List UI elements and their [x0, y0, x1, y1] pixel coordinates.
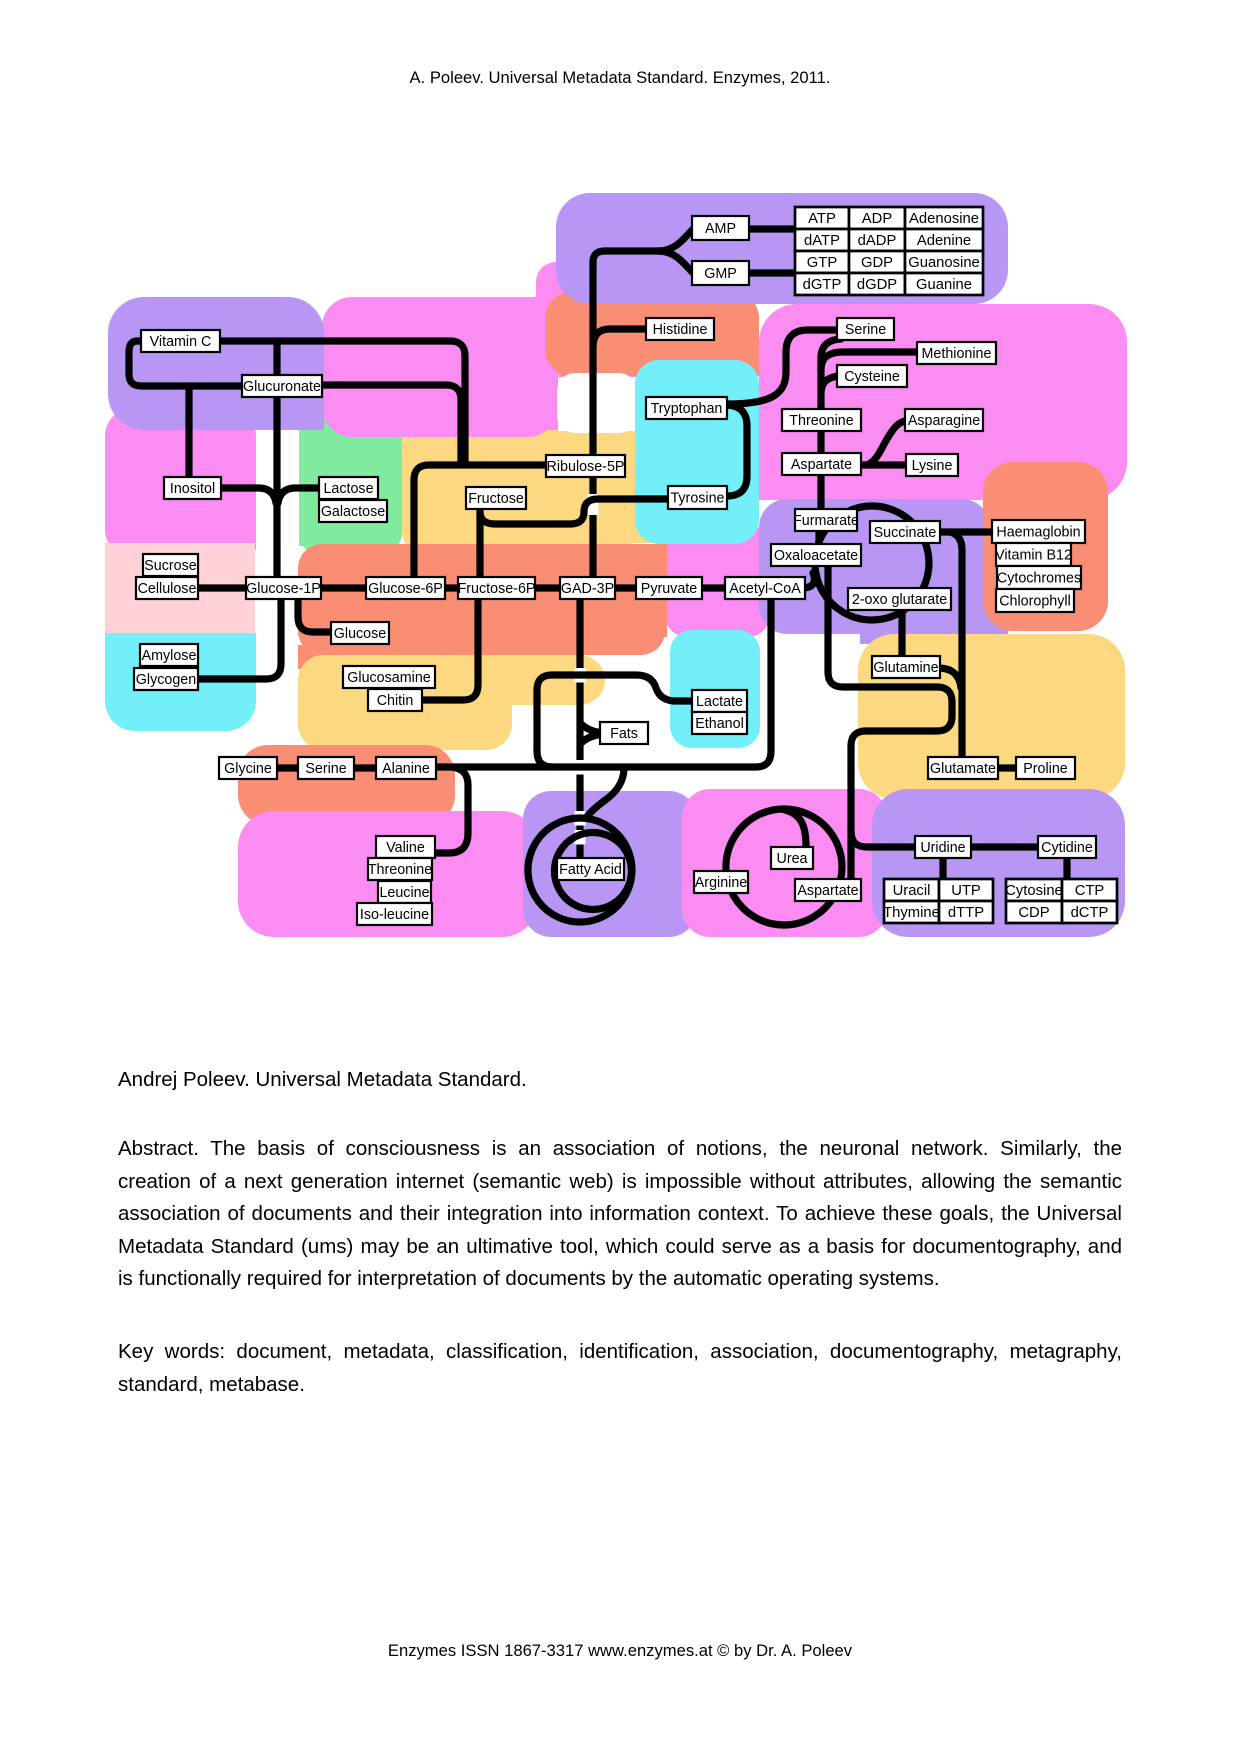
svg-text:Glucuronate: Glucuronate: [243, 379, 321, 395]
svg-text:GDP: GDP: [861, 255, 893, 271]
svg-text:Valine: Valine: [386, 840, 425, 856]
svg-text:Urea: Urea: [777, 851, 808, 867]
svg-text:Glycine: Glycine: [224, 761, 272, 777]
svg-text:Vitamin C: Vitamin C: [150, 334, 212, 350]
svg-text:Glucosamine: Glucosamine: [347, 670, 430, 686]
svg-text:dADP: dADP: [858, 233, 897, 249]
svg-text:Threonine: Threonine: [368, 862, 432, 878]
svg-text:Tyrosine: Tyrosine: [670, 491, 724, 507]
svg-text:Glucose: Glucose: [334, 626, 386, 642]
svg-text:AMP: AMP: [705, 221, 736, 237]
svg-text:Glucose-1P: Glucose-1P: [246, 581, 321, 597]
svg-text:Lactate: Lactate: [696, 694, 743, 710]
svg-text:Lactose: Lactose: [323, 481, 373, 497]
svg-text:Chlorophyll: Chlorophyll: [999, 594, 1071, 610]
svg-text:ADP: ADP: [862, 211, 893, 227]
svg-text:Serine: Serine: [845, 322, 886, 338]
svg-text:Tryptophan: Tryptophan: [651, 401, 723, 417]
svg-text:Aspartate: Aspartate: [791, 457, 852, 473]
svg-text:GTP: GTP: [807, 255, 838, 271]
svg-text:Sucrose: Sucrose: [144, 558, 196, 574]
svg-text:Chitin: Chitin: [377, 693, 414, 709]
svg-text:Cytidine: Cytidine: [1041, 840, 1093, 856]
svg-text:Galactose: Galactose: [321, 504, 385, 520]
svg-text:Proline: Proline: [1023, 761, 1068, 777]
svg-text:Iso-leucine: Iso-leucine: [360, 907, 429, 923]
svg-text:GMP: GMP: [704, 266, 737, 282]
svg-text:Leucine: Leucine: [379, 885, 429, 901]
svg-text:GAD-3P: GAD-3P: [561, 581, 614, 597]
svg-text:Cysteine: Cysteine: [844, 369, 900, 385]
svg-text:Uridine: Uridine: [920, 840, 965, 856]
svg-text:Glucose-6P: Glucose-6P: [368, 581, 443, 597]
svg-text:Arginine: Arginine: [695, 875, 748, 891]
svg-text:Haemaglobin: Haemaglobin: [996, 525, 1080, 541]
svg-text:Uracil: Uracil: [893, 883, 931, 899]
svg-text:Ethanol: Ethanol: [695, 716, 744, 732]
svg-text:Glycogen: Glycogen: [136, 672, 196, 688]
svg-text:dATP: dATP: [804, 233, 840, 249]
svg-text:Pyruvate: Pyruvate: [641, 581, 697, 597]
svg-text:dCTP: dCTP: [1071, 905, 1109, 921]
svg-text:Glutamate: Glutamate: [930, 761, 996, 777]
svg-text:Adenosine: Adenosine: [909, 211, 979, 227]
svg-text:2-oxo glutarate: 2-oxo glutarate: [852, 592, 947, 608]
svg-text:Methionine: Methionine: [922, 346, 992, 362]
svg-text:Acetyl-CoA: Acetyl-CoA: [729, 581, 801, 597]
svg-text:Fatty Acid: Fatty Acid: [559, 862, 622, 878]
svg-text:Asparagine: Asparagine: [908, 413, 980, 429]
svg-text:dTTP: dTTP: [948, 905, 984, 921]
svg-text:Threonine: Threonine: [789, 413, 853, 429]
svg-text:ATP: ATP: [808, 211, 836, 227]
svg-text:Fructose-6P: Fructose-6P: [458, 581, 536, 597]
svg-text:Aspartate: Aspartate: [797, 883, 858, 899]
svg-text:Vitamin B12: Vitamin B12: [995, 548, 1072, 564]
svg-text:Ribulose-5P: Ribulose-5P: [547, 459, 625, 475]
svg-text:Serine: Serine: [305, 761, 346, 777]
svg-text:CTP: CTP: [1075, 883, 1105, 899]
svg-text:Cytosine: Cytosine: [1005, 883, 1063, 899]
svg-text:CDP: CDP: [1018, 905, 1049, 921]
svg-text:Guanosine: Guanosine: [908, 255, 980, 271]
svg-text:Inositol: Inositol: [170, 481, 215, 497]
svg-text:dGDP: dGDP: [857, 277, 897, 293]
svg-text:Fructose: Fructose: [468, 491, 524, 507]
svg-text:Adenine: Adenine: [917, 233, 971, 249]
svg-text:Cellulose: Cellulose: [138, 581, 197, 597]
svg-text:Guanine: Guanine: [916, 277, 972, 293]
svg-text:Cytochromes: Cytochromes: [997, 571, 1081, 587]
svg-text:Fats: Fats: [610, 726, 638, 742]
svg-text:Glutamine: Glutamine: [873, 660, 938, 676]
svg-text:Alanine: Alanine: [382, 761, 430, 777]
svg-text:Lysine: Lysine: [912, 458, 953, 474]
svg-text:Succinate: Succinate: [874, 525, 937, 541]
svg-text:UTP: UTP: [951, 883, 981, 899]
svg-text:Histidine: Histidine: [653, 322, 708, 338]
svg-text:Furmarate: Furmarate: [793, 513, 859, 529]
svg-text:Oxaloacetate: Oxaloacetate: [774, 548, 858, 564]
svg-text:Amylose: Amylose: [142, 648, 197, 664]
svg-text:dGTP: dGTP: [803, 277, 842, 293]
svg-text:Thymine: Thymine: [883, 905, 940, 921]
